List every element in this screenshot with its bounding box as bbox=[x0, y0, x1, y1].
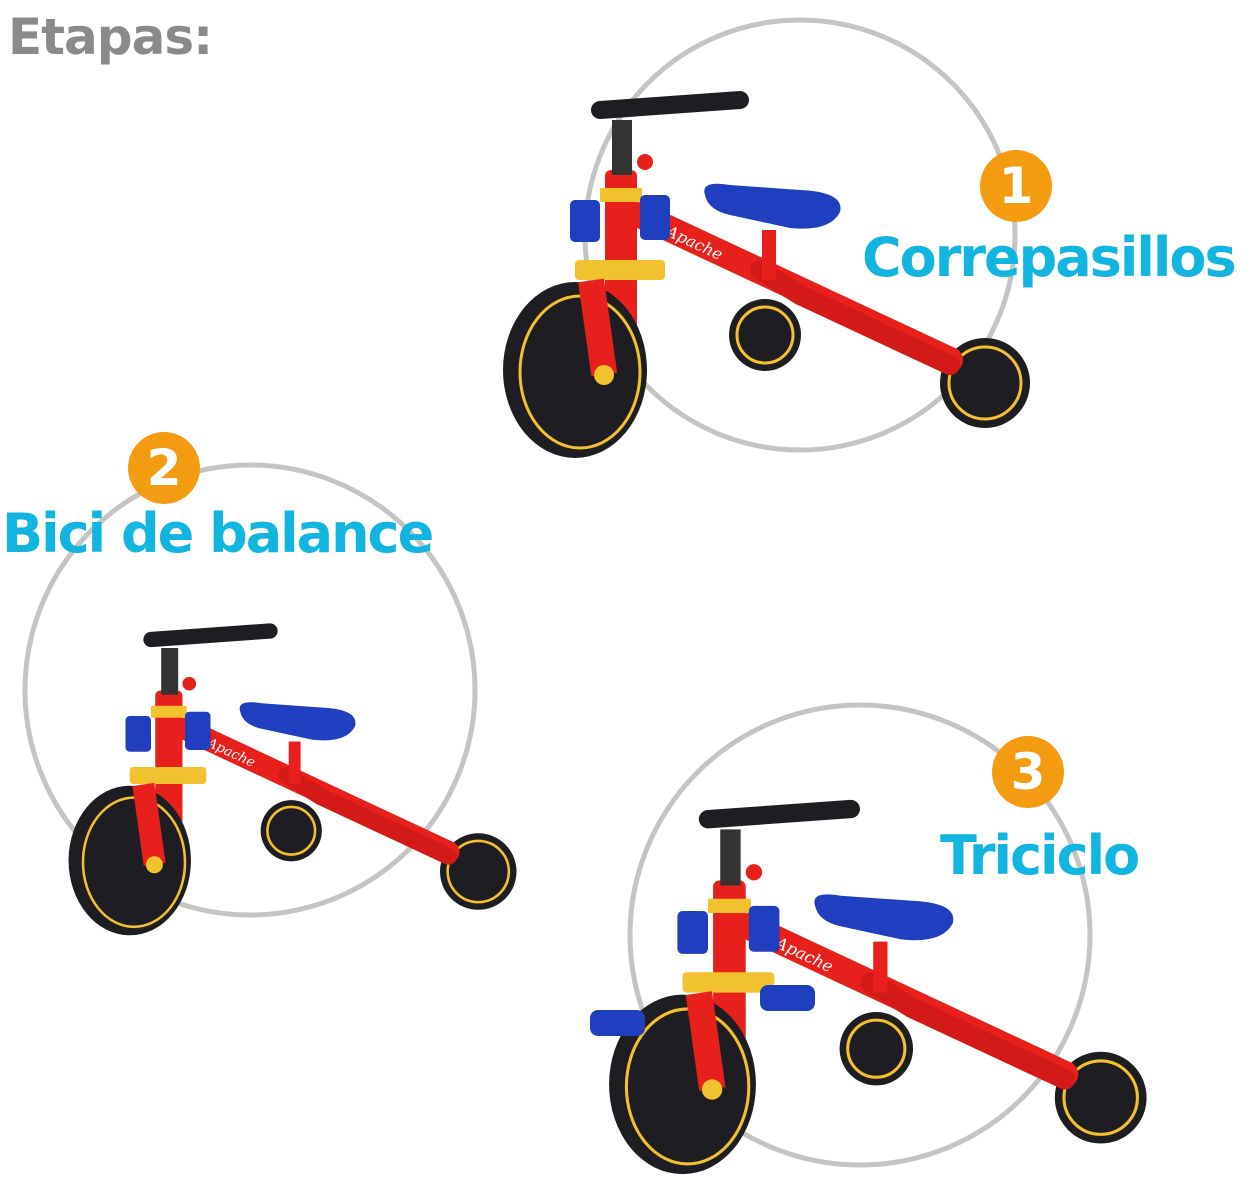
stage-2-label: Bici de balance bbox=[2, 502, 434, 565]
bike-stage-2 bbox=[69, 631, 517, 935]
page-title: Etapas: bbox=[8, 8, 213, 66]
pedals-icon bbox=[590, 985, 815, 1036]
stage-1-label: Correpasillos bbox=[862, 226, 1237, 289]
stage-1-badge: 1 bbox=[980, 150, 1052, 222]
stage-3-ring bbox=[627, 702, 1093, 1168]
stage-2-ring bbox=[22, 462, 478, 918]
stage-2-badge: 2 bbox=[128, 432, 200, 504]
stage-3-label: Triciclo bbox=[940, 824, 1140, 887]
stage-3-badge: 3 bbox=[992, 736, 1064, 808]
